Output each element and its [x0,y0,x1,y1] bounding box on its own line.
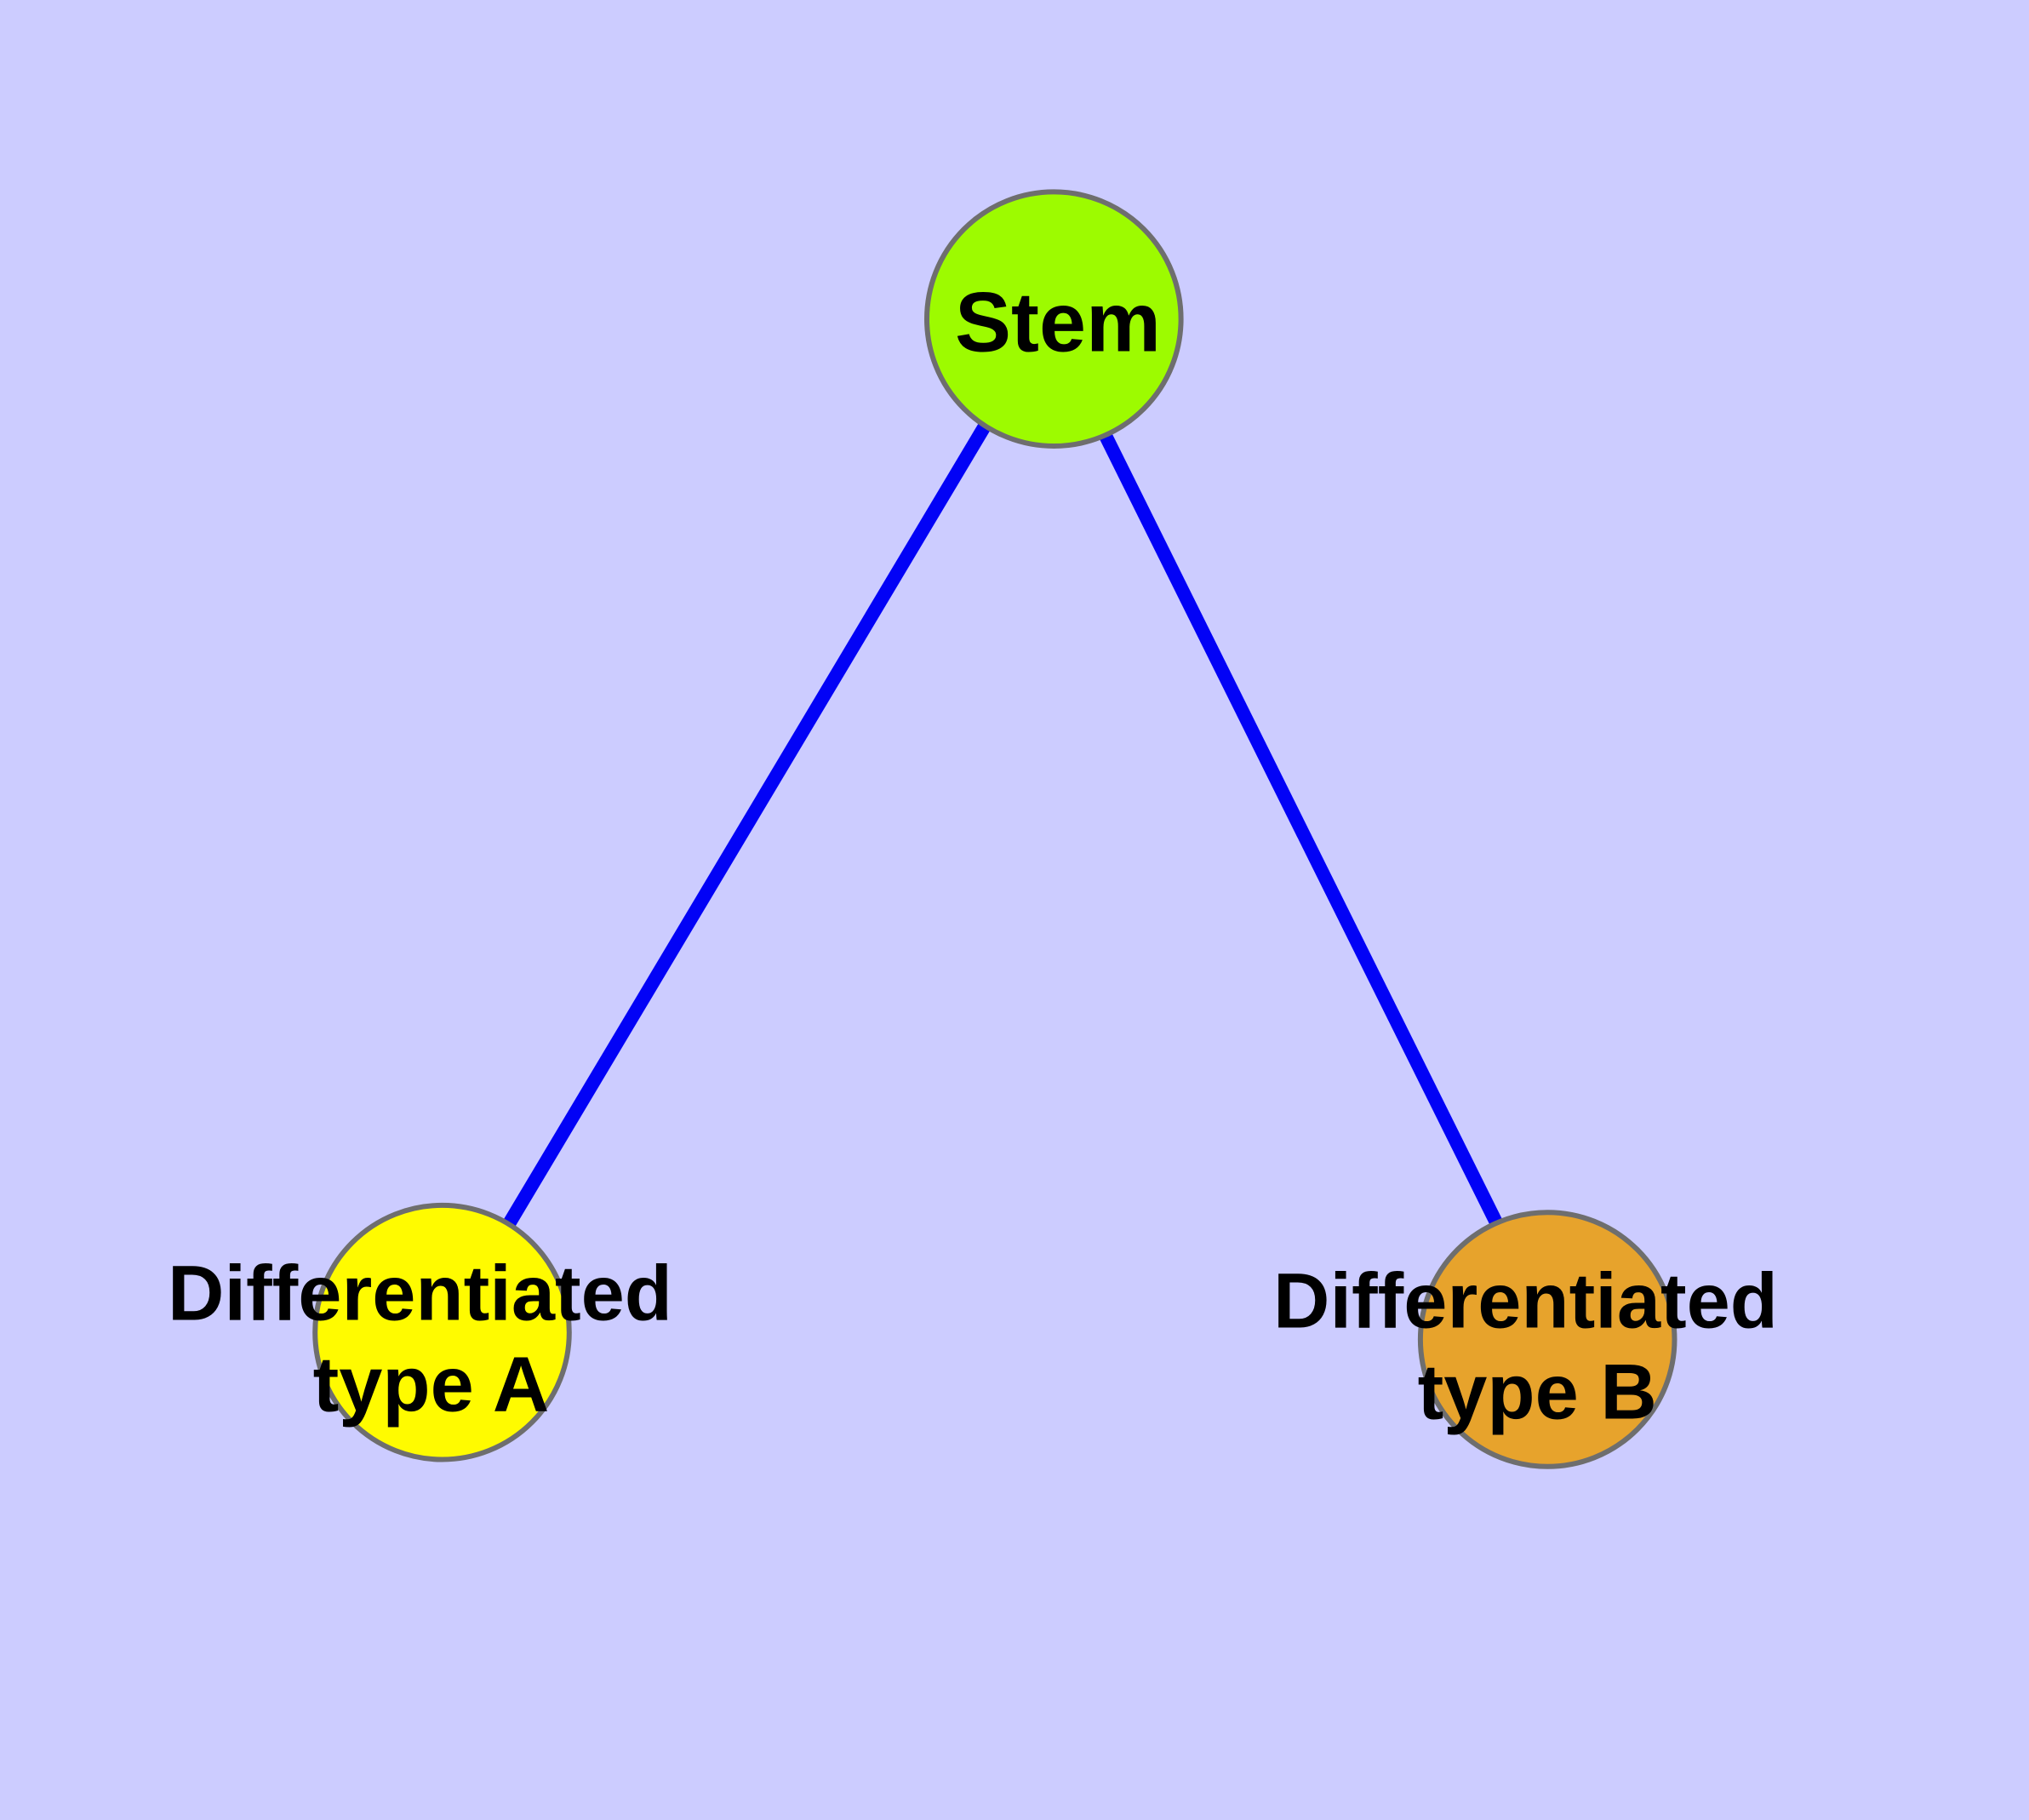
svg-text:type A: type A [313,1342,550,1428]
svg-text:Differentiated: Differentiated [168,1251,672,1337]
svg-text:type B: type B [1418,1348,1657,1435]
svg-text:Differentiated: Differentiated [1273,1257,1778,1344]
svg-text:Stem: Stem [955,275,1161,369]
